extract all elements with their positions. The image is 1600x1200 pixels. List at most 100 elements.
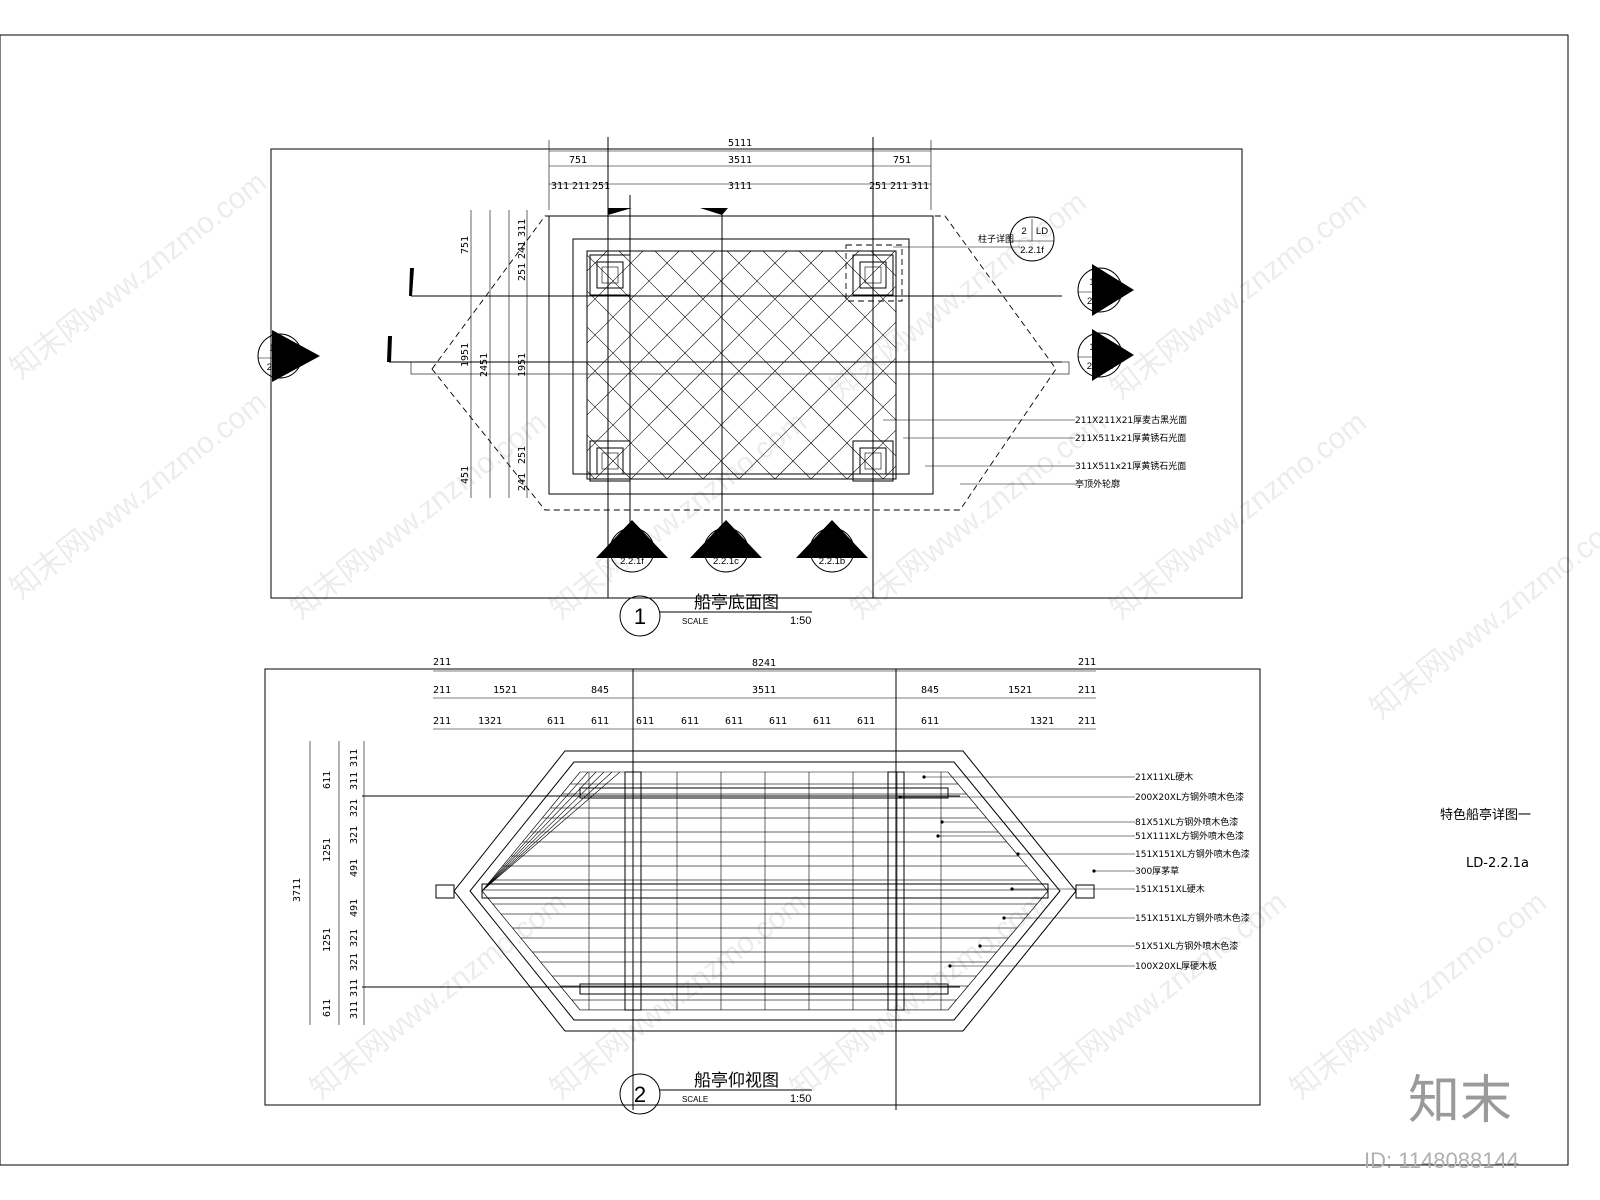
plan2-title-number-circle bbox=[619, 1073, 661, 1115]
plan1-dim-row3: 211 bbox=[572, 181, 590, 192]
purlin bbox=[482, 903, 1048, 915]
paving-joint bbox=[187, 251, 427, 491]
plan2-dim-left-inner: 311 bbox=[349, 772, 360, 790]
plan2-leader-dot bbox=[978, 944, 982, 948]
plan1-dims-top: 5111 751 3511 751 311 211 251 3111 251 2… bbox=[548, 138, 932, 210]
plan2-dim-left-mid: 611 bbox=[322, 999, 333, 1017]
watermark-id: ID: 1148088144 bbox=[1364, 1148, 1519, 1173]
watermark-text: 知末网www.znzmo.com bbox=[784, 886, 1053, 1106]
hip-rafter bbox=[482, 890, 581, 1010]
plan2-annotation: 51X111XL方钢外喷木色漆 bbox=[1135, 830, 1244, 842]
purlin bbox=[482, 927, 1048, 939]
section-tag-number: 1 bbox=[621, 537, 626, 548]
plan1-annotation: 311X511x21厚黄锈石光面 bbox=[1075, 460, 1186, 472]
paving-joint bbox=[630, 251, 860, 479]
plan2-dim-row2: 845 bbox=[591, 685, 609, 696]
watermark-text: 知末网www.znzmo.com bbox=[304, 886, 573, 1106]
plan2-title: 船亭仰视图 bbox=[694, 1071, 779, 1091]
plan2-leader-dot bbox=[922, 775, 926, 779]
plan2-dim-row3: 611 bbox=[636, 716, 654, 727]
plan1-dim-left-inner: 251 bbox=[517, 446, 528, 464]
plan2-dim-left-inner: 311 bbox=[349, 749, 360, 767]
hip-rafter bbox=[482, 772, 597, 892]
plan1-annotation: 211X511x21厚黄锈石光面 bbox=[1075, 432, 1186, 444]
plan1-dim-row2-a: 751 bbox=[569, 155, 587, 166]
section-tag-circle bbox=[257, 333, 303, 379]
paving-joint bbox=[587, 251, 716, 380]
paving-joint bbox=[738, 321, 896, 479]
plan2-dim-row2: 3511 bbox=[752, 685, 776, 696]
plan2-dim-left-inner: 491 bbox=[349, 859, 360, 877]
purlin bbox=[482, 831, 1048, 843]
plan2-dim-row2: 845 bbox=[921, 685, 939, 696]
plan1-title: 船亭底面图 bbox=[694, 593, 779, 613]
plan1-section-flag bbox=[608, 208, 632, 215]
plan1-annotation: 亭顶外轮廓 bbox=[1075, 478, 1120, 490]
section-tag-sheet: 2.2.1c bbox=[713, 556, 739, 567]
paving-joint bbox=[331, 251, 571, 491]
paving-joint bbox=[223, 251, 463, 491]
plan2-dim-left-inner: 311 bbox=[349, 979, 360, 997]
plan2-dim-row2: 1521 bbox=[1008, 685, 1032, 696]
section-tag-sheet: 2.2.1d bbox=[1087, 361, 1113, 372]
paving-joint bbox=[1159, 251, 1399, 491]
plan-1: 5111 751 3511 751 311 211 251 3111 251 2… bbox=[187, 137, 1399, 637]
section-tag-number: 2 bbox=[715, 537, 720, 548]
plan2-dim-left-mid: 1251 bbox=[322, 838, 333, 862]
plan1-section-flag bbox=[409, 268, 414, 296]
paving-joint bbox=[259, 251, 499, 491]
plan2-dim-row2: 211 bbox=[1078, 657, 1096, 668]
plan2-dim-left-mid: 611 bbox=[322, 771, 333, 789]
section-tag-circle bbox=[703, 527, 749, 573]
section-tag-circle bbox=[1009, 216, 1055, 262]
section-tag-sheet: 2.2.1f bbox=[620, 556, 644, 567]
plan2-scale-label: SCALE bbox=[682, 1095, 708, 1104]
hip-rafter bbox=[482, 772, 605, 892]
section-tag-ref: LD bbox=[636, 537, 648, 548]
plan2-dim-row3: 611 bbox=[813, 716, 831, 727]
plan2-title-block: 2 船亭仰视图 SCALE 1:50 bbox=[619, 1071, 812, 1115]
plan2-leader-dot bbox=[948, 964, 952, 968]
plan2-leader-dot bbox=[1002, 916, 1006, 920]
plan2-title-number: 2 bbox=[634, 1082, 646, 1107]
plan1-title-number-circle bbox=[619, 595, 661, 637]
section-tag-ref: LD bbox=[1104, 342, 1116, 353]
plan1-column-bl bbox=[589, 440, 631, 482]
plan2-dim-left-inner: 321 bbox=[349, 929, 360, 947]
section-tag-ref: LD bbox=[1104, 277, 1116, 288]
purlin bbox=[482, 951, 1048, 963]
purlin bbox=[482, 879, 1048, 891]
plan1-paving-field bbox=[586, 250, 897, 480]
purlin bbox=[482, 999, 1048, 1010]
plan2-dim-row3: 611 bbox=[547, 716, 565, 727]
watermark-text: 知末网www.znzmo.com bbox=[1104, 186, 1373, 406]
plan1-section-flag bbox=[700, 208, 728, 215]
plan2-annotation: 51X51XL方钢外喷木色漆 bbox=[1135, 940, 1238, 952]
paving-joint bbox=[331, 251, 571, 491]
plan1-dim-row3: 211 bbox=[890, 181, 908, 192]
section-tag-number: 2 bbox=[1021, 226, 1026, 237]
purlin bbox=[482, 807, 1048, 819]
plan1-dim-row3: 3111 bbox=[728, 181, 752, 192]
plan2-scale-value: 1:50 bbox=[790, 1093, 811, 1105]
plan1-column-tl bbox=[589, 254, 631, 296]
section-tag-arrow bbox=[1092, 264, 1134, 316]
plan1-annotation: 211X211X21厚麦古黑光面 bbox=[1075, 414, 1187, 426]
plan2-dims-top: 8241 211 1521 845 3511 845 1521 211 211 … bbox=[433, 657, 1096, 730]
section-tag-sheet: 2.2.1f bbox=[1020, 245, 1044, 256]
plan1-section-flag bbox=[387, 336, 392, 362]
plan1-scale-label: SCALE bbox=[682, 617, 708, 626]
plan2-annotation: 200X20XL方钢外喷木色漆 bbox=[1135, 791, 1244, 803]
paving-joint bbox=[587, 434, 632, 479]
plan1-pillar-note: 柱子详图 bbox=[978, 233, 1014, 245]
plan1-platform-outer bbox=[548, 215, 934, 495]
plan1-dim-left-outer: 451 bbox=[460, 466, 471, 484]
plan1-dim-row2-b: 3511 bbox=[728, 155, 752, 166]
plan2-tie-beam-top bbox=[579, 787, 949, 799]
purlin bbox=[482, 783, 1048, 795]
sheet-title: 特色船亭详图一 bbox=[1440, 807, 1531, 823]
